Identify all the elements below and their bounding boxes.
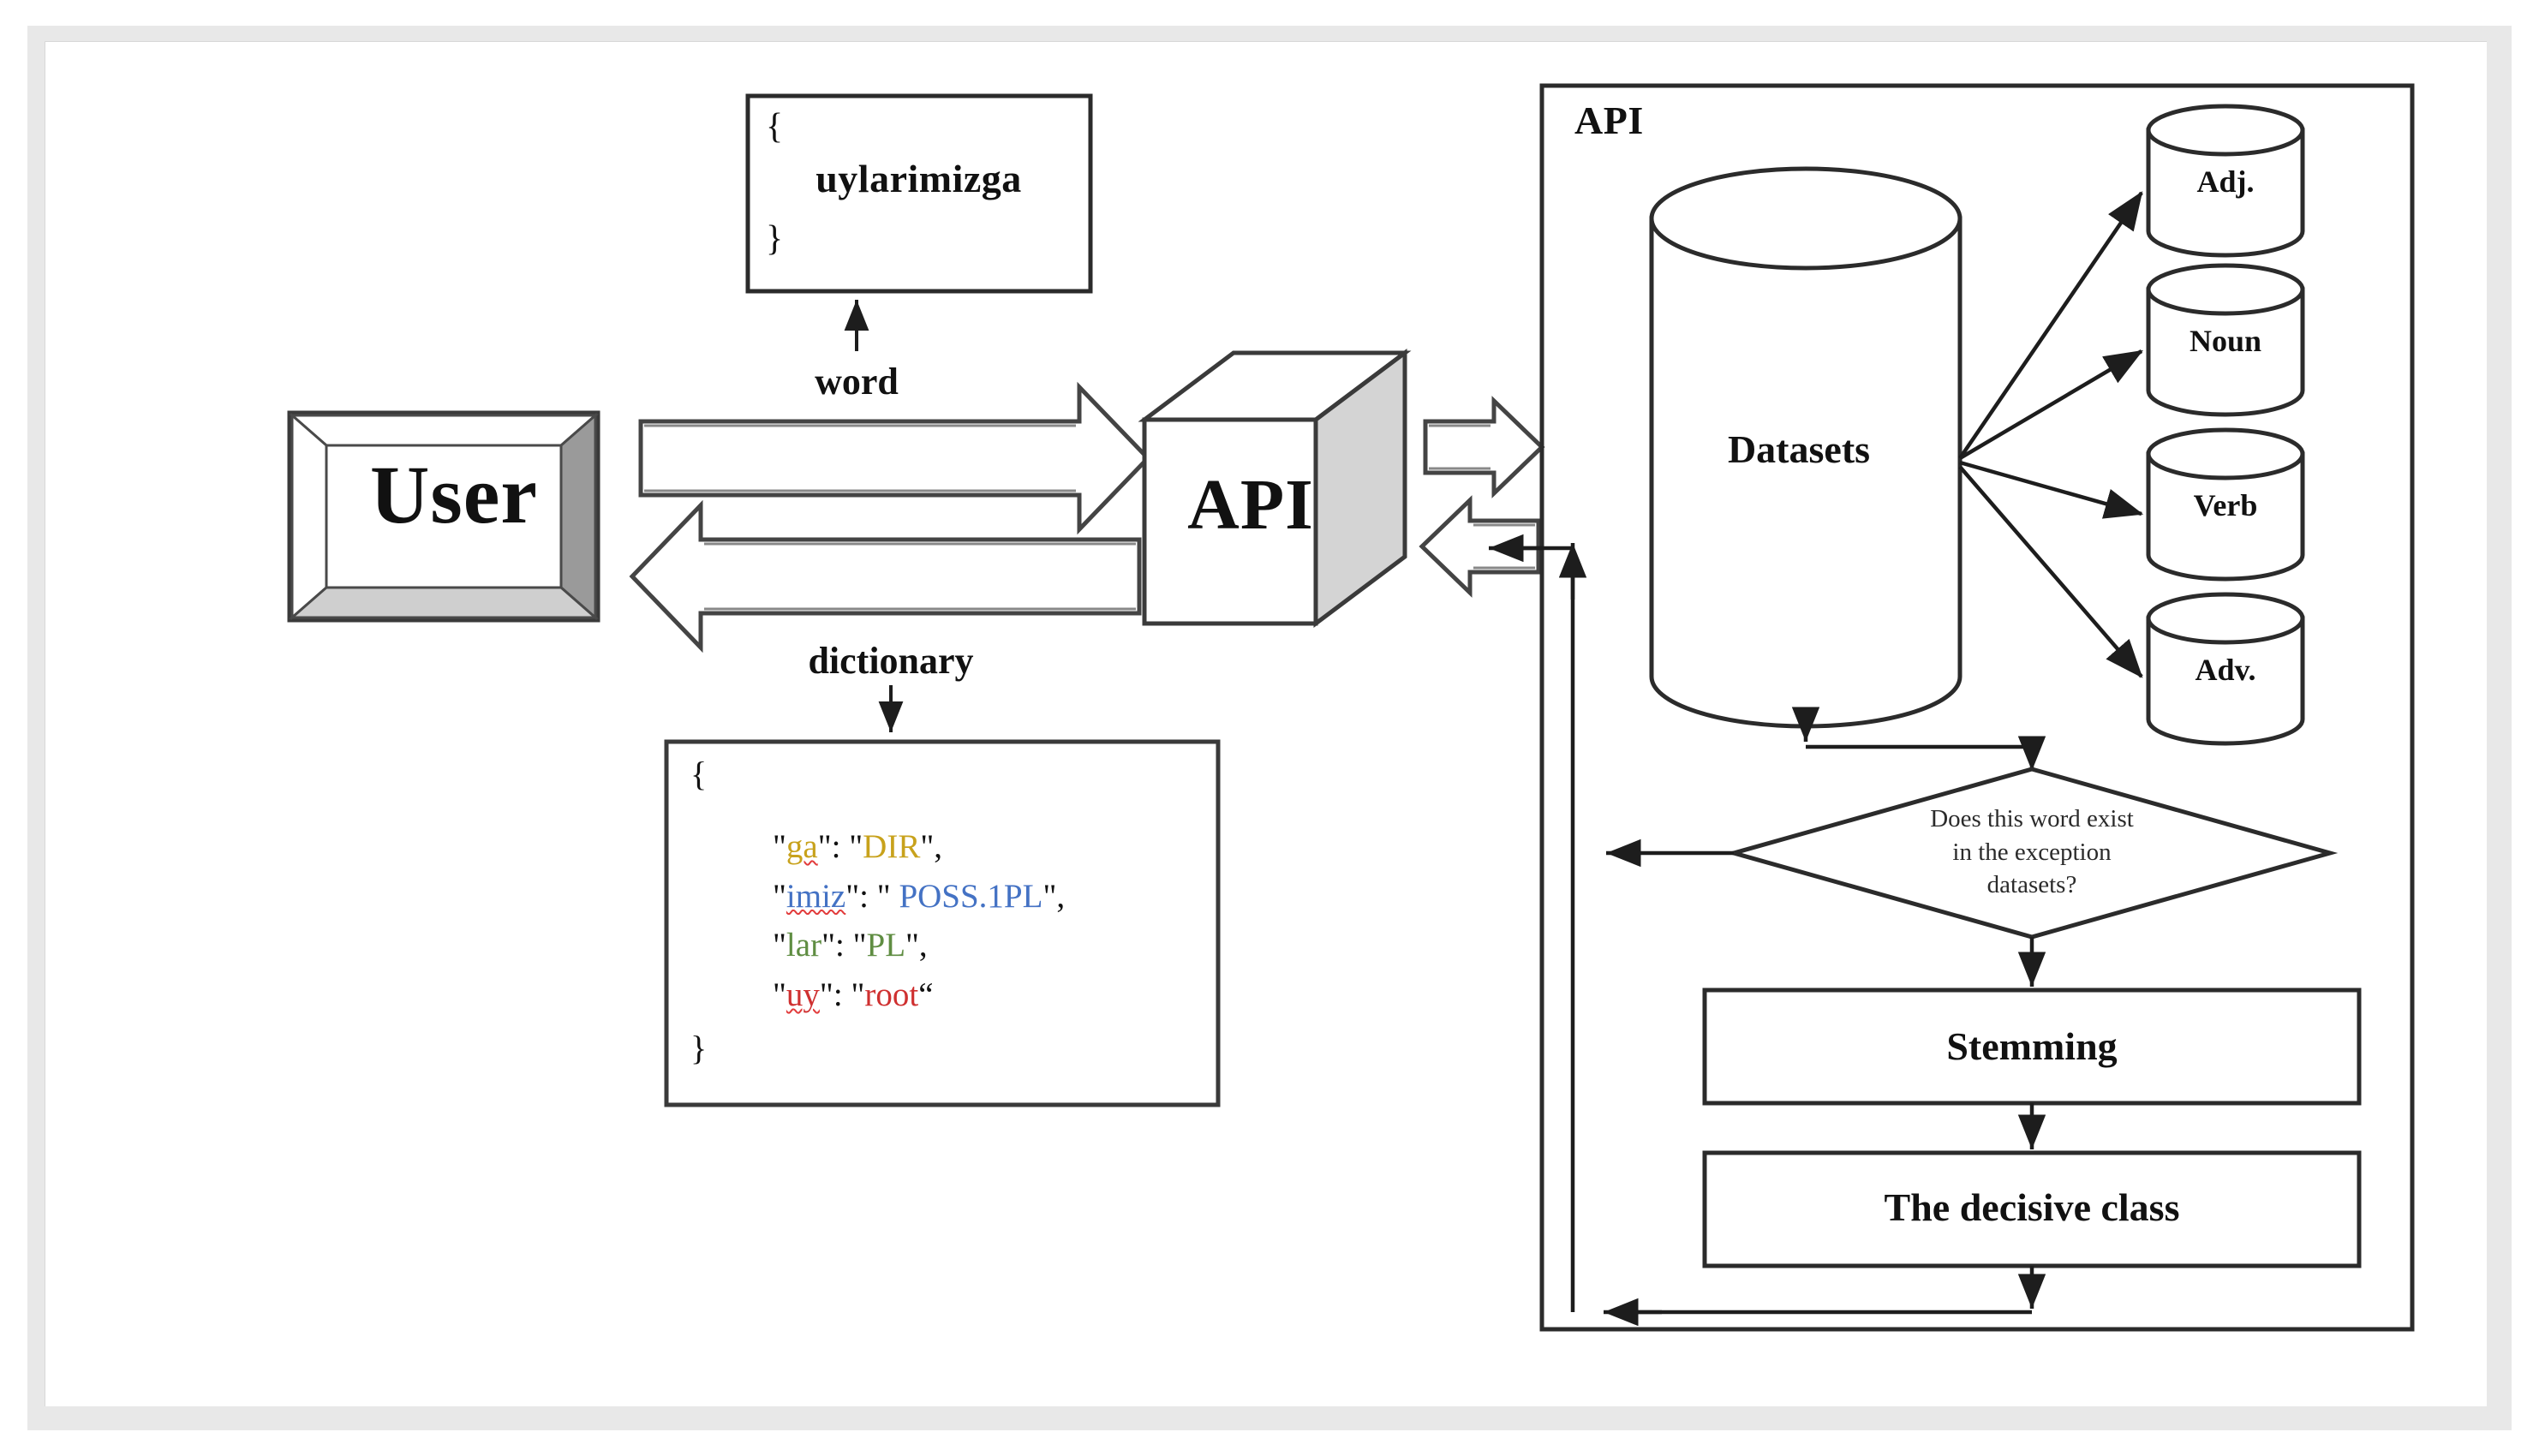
decisive-class-box-label: The decisive class xyxy=(1884,1185,2180,1229)
request-flow-label: word xyxy=(815,361,899,403)
decision-line-2: in the exception xyxy=(1952,838,2112,866)
user-box-label: User xyxy=(370,449,538,540)
datasets-cylinder-label: Datasets xyxy=(1727,427,1871,471)
dictionary-close-brace: } xyxy=(690,1029,708,1067)
dictionary-entry-key: ga xyxy=(786,828,818,865)
decision-line-1: Does this word exist xyxy=(1930,805,2134,833)
word-box-word: uylarimizga xyxy=(815,157,1022,200)
decision-question-text: Does this word exist in the exception da… xyxy=(1930,803,2134,902)
api-panel-title: API xyxy=(1574,98,1644,142)
pos-cylinder-label-verb: Verb xyxy=(2193,488,2258,522)
dictionary-entry-value: PL xyxy=(866,927,906,964)
pos-cylinder-label-adj: Adj. xyxy=(2196,164,2255,199)
dictionary-entry-key: lar xyxy=(786,927,822,964)
dictionary-entry-value: POSS.1PL xyxy=(890,877,1043,915)
stemming-box-label: Stemming xyxy=(1946,1024,2118,1068)
pos-cylinder-label-adv: Adv. xyxy=(2195,653,2256,687)
dictionary-entry-list: "ga": "DIR", "imiz": " POSS.1PL", "lar": "… xyxy=(773,822,1065,1020)
dictionary-open-brace: { xyxy=(690,755,708,793)
word-box-open-brace: { xyxy=(766,107,784,146)
dictionary-entry: "uy": "root“ xyxy=(773,976,934,1014)
decision-line-3: datasets? xyxy=(1986,871,2077,899)
pos-cylinder-label-noun: Noun xyxy=(2189,324,2262,358)
dictionary-entry: "imiz": " POSS.1PL", xyxy=(773,877,1066,915)
dictionary-entry-key: uy xyxy=(786,976,820,1014)
api-cube-label: API xyxy=(1187,465,1314,545)
word-box-content: { uylarimizga } xyxy=(754,103,1084,287)
dictionary-entry-value: root xyxy=(864,976,919,1014)
dictionary-entry: "ga": "DIR", xyxy=(773,828,943,865)
response-flow-label: dictionary xyxy=(808,640,974,682)
dictionary-entry-value: DIR xyxy=(863,828,921,865)
word-box-close-brace: } xyxy=(766,219,784,259)
dictionary-box-content: { "ga": "DIR", "imiz": " POSS.1PL", "lar":… xyxy=(677,752,1208,1095)
dictionary-entry: "lar": "PL", xyxy=(773,927,928,964)
dictionary-entry-key: imiz xyxy=(786,877,846,915)
